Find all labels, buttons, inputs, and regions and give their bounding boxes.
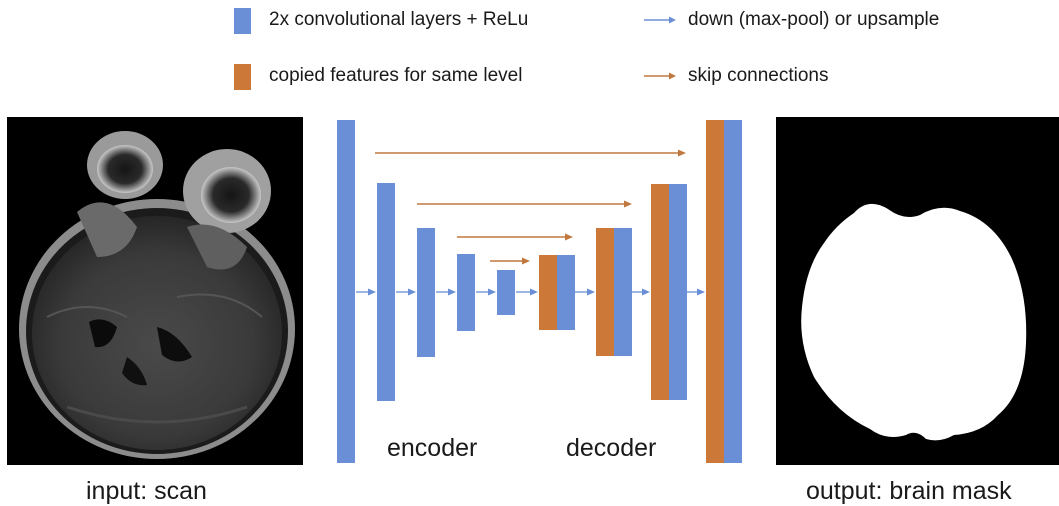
decoder-copied-block-1 xyxy=(539,255,557,330)
encoder-block-3 xyxy=(417,228,435,357)
decoder-copied-block-4 xyxy=(706,120,724,463)
encoder-block-5 xyxy=(497,270,515,315)
decoder-conv-block-2 xyxy=(614,228,632,356)
legend-conv-swatch xyxy=(234,8,251,34)
skip-arrow-1 xyxy=(375,149,686,157)
down-arrow-6 xyxy=(575,288,595,296)
encoder-label: encoder xyxy=(387,434,478,462)
down-arrow-3 xyxy=(436,288,456,296)
output-mask-image xyxy=(776,117,1059,465)
down-arrow-1 xyxy=(356,288,376,296)
legend-down-arrow-icon xyxy=(644,16,676,24)
decoder-copied-block-3 xyxy=(651,184,669,400)
input-caption: input: scan xyxy=(86,477,207,505)
legend-skip-label: skip connections xyxy=(688,65,829,86)
decoder-conv-block-1 xyxy=(557,255,575,330)
legend-copied-label: copied features for same level xyxy=(269,65,523,86)
decoder-copied-block-2 xyxy=(596,228,614,356)
down-arrow-7 xyxy=(632,288,650,296)
down-arrow-5 xyxy=(516,288,538,296)
down-arrow-2 xyxy=(396,288,416,296)
legend-copied-swatch xyxy=(234,64,251,90)
input-scan-image xyxy=(7,117,303,465)
decoder-label: decoder xyxy=(566,434,657,462)
skip-arrow-3 xyxy=(457,233,573,241)
skip-arrow-4 xyxy=(490,257,530,265)
down-arrow-4 xyxy=(476,288,496,296)
decoder-conv-block-3 xyxy=(669,184,687,400)
legend-conv-label: 2x convolutional layers + ReLu xyxy=(269,9,529,30)
legend-down-label: down (max-pool) or upsample xyxy=(688,9,940,30)
output-caption: output: brain mask xyxy=(806,477,1012,505)
encoder-block-4 xyxy=(457,254,475,331)
legend-skip-arrow-icon xyxy=(644,72,676,80)
down-arrow-8 xyxy=(687,288,705,296)
decoder-conv-block-4 xyxy=(724,120,742,463)
encoder-block-1 xyxy=(337,120,355,463)
skip-arrow-2 xyxy=(417,200,632,208)
encoder-block-2 xyxy=(377,183,395,401)
